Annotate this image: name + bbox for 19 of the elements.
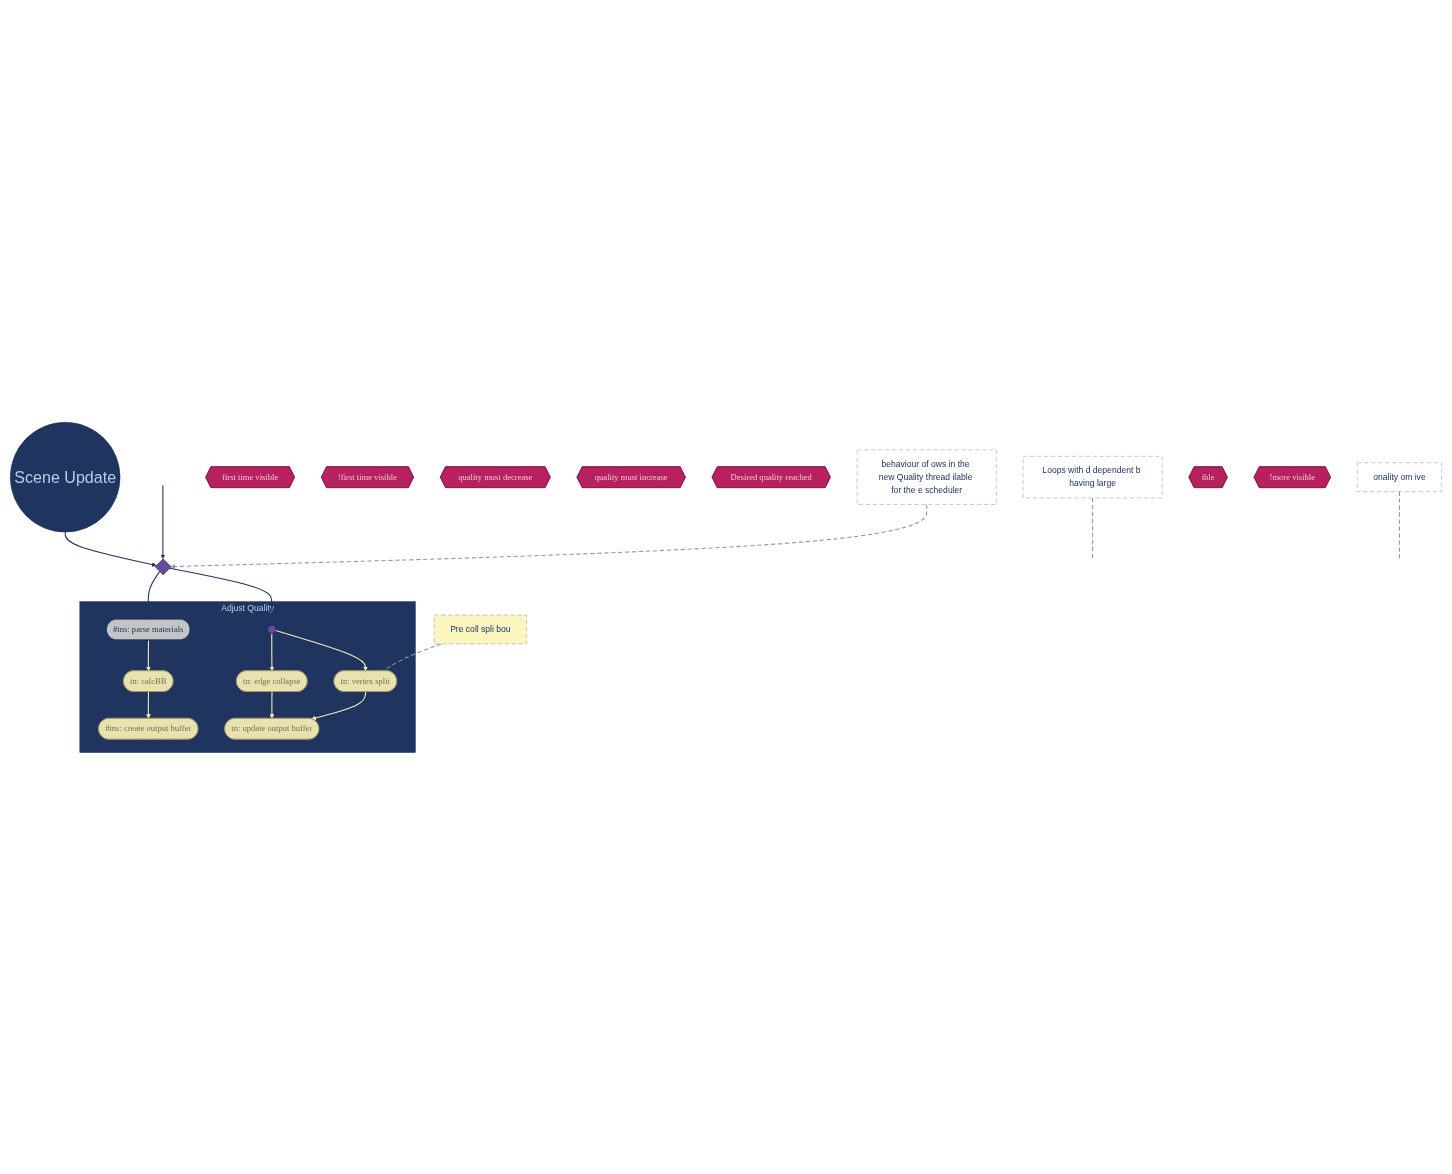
arrow	[146, 639, 151, 671]
arrow	[169, 567, 275, 626]
arrow	[311, 690, 367, 720]
node-circle: Scene Update	[10, 421, 121, 532]
arrow	[275, 629, 368, 671]
connector	[1092, 497, 1094, 559]
node-box: Loops with d dependent b having large	[1022, 455, 1163, 498]
arrow	[64, 531, 157, 567]
node-circle	[267, 624, 277, 634]
arrow	[146, 690, 151, 719]
node-box: onality om ive	[1357, 462, 1442, 492]
arrow	[269, 690, 275, 719]
connector	[1398, 490, 1400, 559]
arrow	[170, 503, 928, 569]
node-box: behaviour of ows in the new Quality thread ilable for the e scheduler	[856, 449, 997, 505]
arrow	[269, 632, 275, 671]
node-diamond	[154, 558, 172, 575]
node-box: Pre coll spli bou	[433, 614, 527, 644]
arrow	[160, 484, 166, 559]
